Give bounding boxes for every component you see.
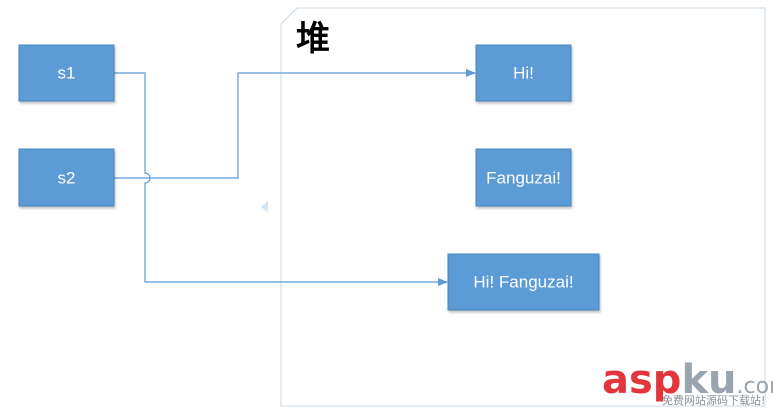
variable-s2: s2: [18, 148, 115, 207]
watermark-tagline: 免费网站源码下载站!: [662, 393, 765, 407]
object-label: Fanguzai!: [486, 169, 561, 188]
variable-box: [18, 44, 115, 102]
object-box: [475, 148, 572, 207]
object-label: Hi! Fanguzai!: [473, 273, 573, 292]
object-box: [447, 253, 600, 311]
references: [114, 69, 476, 286]
heap-object-hi: Hi!: [475, 44, 572, 102]
object-label: Hi!: [513, 64, 534, 83]
variable-s1: s1: [18, 44, 115, 102]
heap-collapse-marker: [261, 201, 268, 213]
heap-frame: [280, 7, 766, 407]
heap-object-fanguzai: Fanguzai!: [475, 148, 572, 207]
object-box: [475, 44, 572, 102]
reference-s2-to-hi: [114, 69, 476, 179]
watermark-text: aspku.com: [602, 357, 773, 403]
watermark-logo: aspku.com 免费网站源码下载站!: [602, 357, 773, 407]
variable-label: s2: [58, 169, 76, 188]
heap-region: 堆: [261, 7, 766, 407]
variable-label: s1: [58, 64, 76, 83]
heap-object-hifanguzai: Hi! Fanguzai!: [447, 253, 600, 311]
heap-title: 堆: [296, 19, 330, 59]
variable-box: [18, 148, 115, 207]
